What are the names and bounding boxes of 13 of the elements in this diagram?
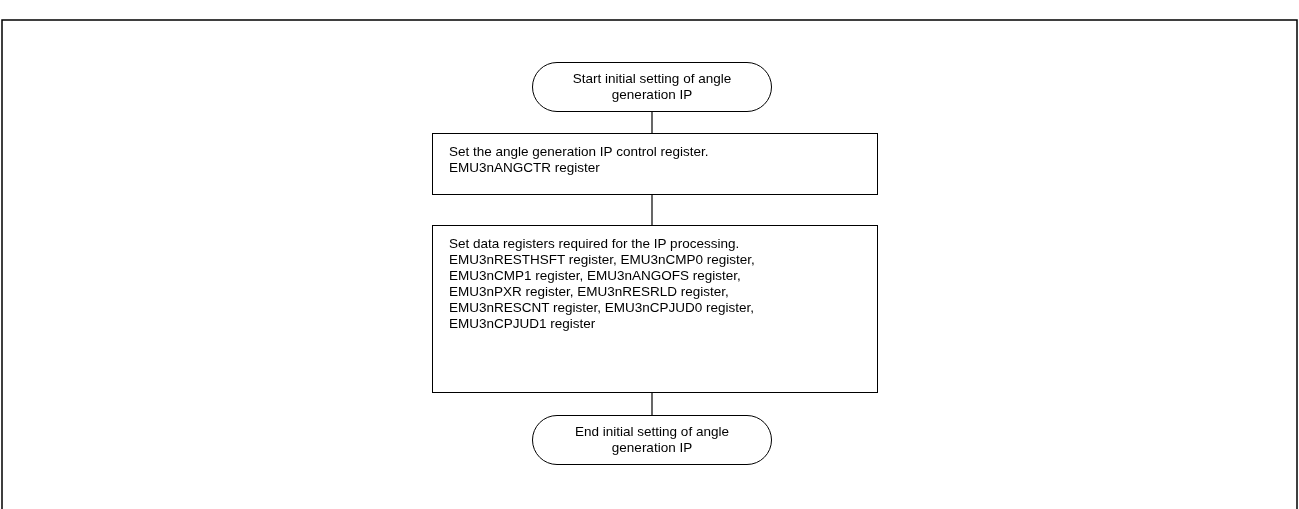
terminal-shape xyxy=(532,415,772,465)
connector-line xyxy=(651,111,653,134)
terminal-shape xyxy=(532,62,772,112)
terminal-label: End initial setting of angle generation IP xyxy=(574,424,730,456)
step-text: Set data registers required for the IP processing. xyxy=(449,236,741,252)
connector-line xyxy=(651,392,653,416)
terminal-label: Start initial setting of angle generation IP xyxy=(571,71,733,103)
step-text: EMU3nANGCTR register xyxy=(449,160,601,176)
process-box xyxy=(432,225,878,393)
connector-line xyxy=(651,194,653,226)
process-box xyxy=(432,133,878,195)
step-text: Set the angle generation IP control register. xyxy=(449,144,710,160)
step-text: EMU3nRESTHSFT register, EMU3nCMP0 register, EMU3nCMP1 register, EMU3nANGOFS register, EMU3nPXR register, EMU3nRESRLD register, EMU3nRESCNT register, EMU3nCPJUD0 register, EMU3nCPJUD1 register xyxy=(449,252,756,332)
